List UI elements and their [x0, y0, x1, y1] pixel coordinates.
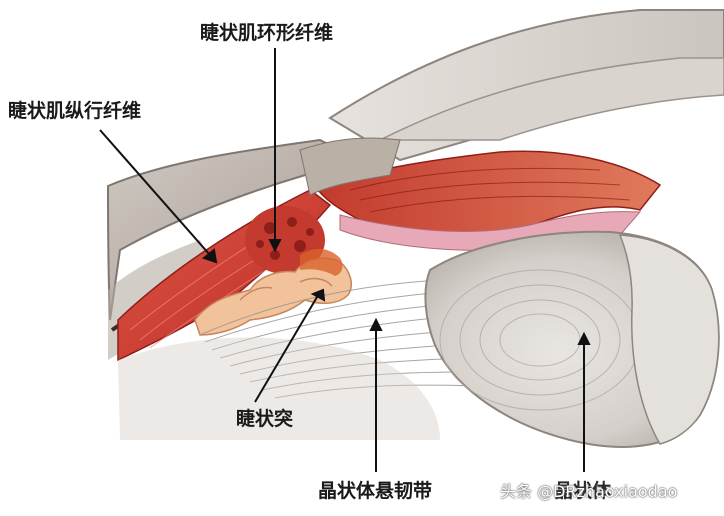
pars-plana: [118, 337, 440, 440]
angle-tissue: [299, 137, 401, 196]
lens-cut-face: [618, 234, 720, 445]
label-zonular-fibers: 晶状体悬韧带: [318, 480, 433, 502]
label-ciliary-process: 睫状突: [236, 408, 294, 430]
pointer-lines: [99, 48, 591, 472]
sclera: [106, 138, 363, 321]
label-circular-fibers: 睫状肌环形纤维: [200, 22, 334, 44]
cornea-inner: [379, 57, 724, 141]
ciliary-process-tip: [300, 248, 343, 276]
label-longitudinal-fibers: 睫状肌纵行纤维: [8, 100, 142, 122]
label-lens: 晶状体: [554, 480, 612, 502]
ciliary-process: [194, 257, 352, 336]
watermark: 头条 @DRzhaoxiaodao: [500, 482, 678, 501]
